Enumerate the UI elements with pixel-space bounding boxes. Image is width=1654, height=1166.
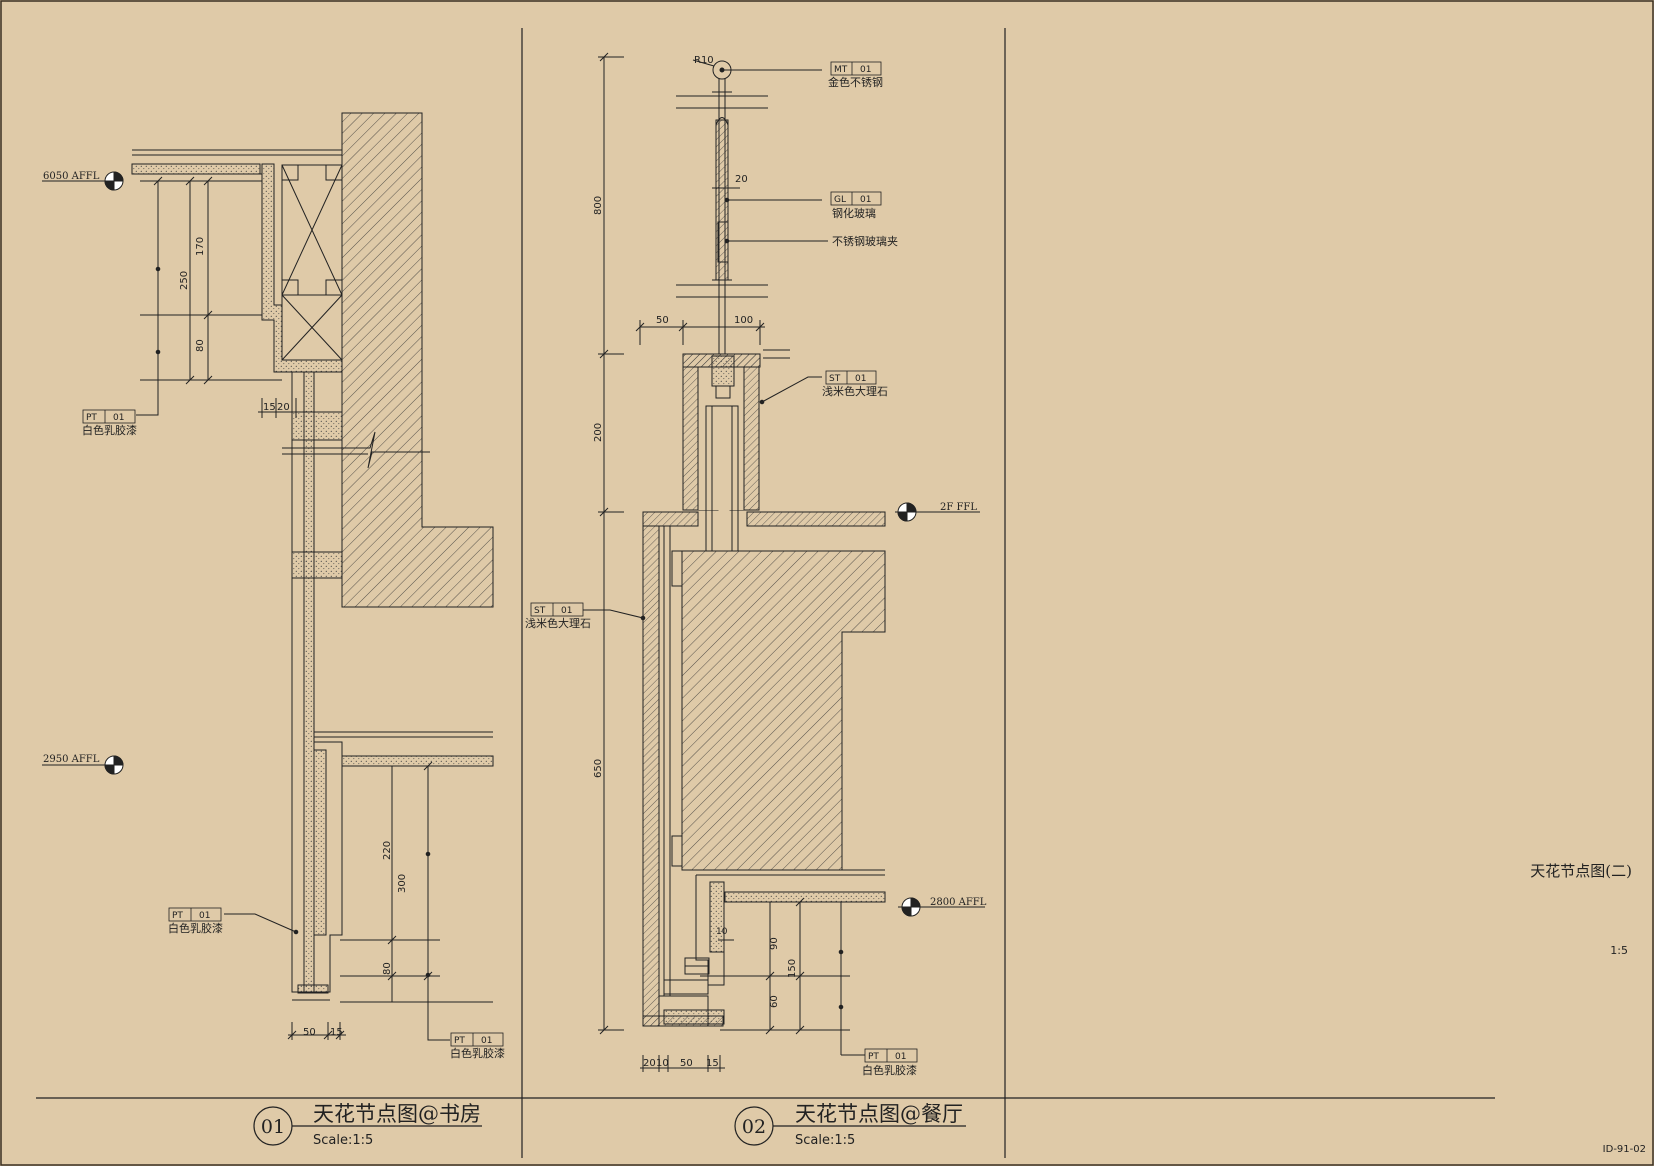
tag-st2-num: 01 <box>561 606 572 616</box>
drawing-number: ID-91-02 <box>1603 1144 1646 1155</box>
dim-300: 300 <box>397 874 408 893</box>
detail-01 <box>42 112 494 1041</box>
dim-220: 220 <box>382 841 393 860</box>
dim-170: 170 <box>195 237 206 256</box>
tag-mt-desc: 金色不锈钢 <box>828 75 883 89</box>
dim-200: 200 <box>593 423 604 442</box>
dim-80-lower: 80 <box>382 962 393 975</box>
tag-clamp-desc: 不锈钢玻璃夹 <box>832 234 898 248</box>
tag3-code: PT <box>454 1036 465 1046</box>
detail-01-labels: 6050 AFFL 2950 AFFL PT 01 白色乳胶漆 PT 01 白色… <box>43 171 505 1060</box>
tag1-code: PT <box>86 413 97 423</box>
level-2950: 2950 AFFL <box>43 754 100 765</box>
tag-gl-desc: 钢化玻璃 <box>832 206 876 220</box>
sheet-scale: 1:5 <box>1610 944 1628 957</box>
detail-02-title-block: 02 天花节点图@餐厅 Scale:1:5 <box>734 1102 966 1148</box>
detail-01-number: 01 <box>261 1116 285 1138</box>
detail-01-scale: Scale:1:5 <box>313 1133 373 1148</box>
sheet-title: 天花节点图(二) <box>1530 862 1632 880</box>
detail-02-title: 天花节点图@餐厅 <box>795 1102 963 1126</box>
dim-20-upper: 20 <box>277 402 290 413</box>
level-2f-ffl: 2F FFL <box>940 502 977 513</box>
level-2800: 2800 AFFL <box>930 897 987 908</box>
tag-mt-num: 01 <box>860 65 871 75</box>
tag2-desc: 白色乳胶漆 <box>168 921 223 935</box>
dim-20-glass: 20 <box>735 174 748 185</box>
dim-15-lower: 15 <box>330 1027 343 1038</box>
tag-pt-code: PT <box>868 1052 879 1062</box>
radius-label: R10 <box>694 55 714 66</box>
tag-gl-num: 01 <box>860 195 871 205</box>
dim-10-small: 10 <box>716 927 728 937</box>
detail-02-labels: R10 MT 01 金色不锈钢 GL 01 钢化玻璃 不锈钢玻璃夹 ST 01 … <box>525 55 987 1077</box>
tag-st2-code: ST <box>534 606 546 616</box>
detail-01-title: 天花节点图@书房 <box>313 1102 481 1126</box>
dim-650: 650 <box>593 759 604 778</box>
detail-01-title-block: 01 天花节点图@书房 Scale:1:5 <box>253 1102 482 1148</box>
tag3-desc: 白色乳胶漆 <box>450 1046 505 1060</box>
tag1-num: 01 <box>113 413 124 423</box>
tag-st1-code: ST <box>829 374 841 384</box>
dim-50-top: 50 <box>656 315 669 326</box>
tag-mt-code: MT <box>834 65 848 75</box>
tag2-num: 01 <box>199 911 210 921</box>
tag1-desc: 白色乳胶漆 <box>82 423 137 437</box>
level-6050: 6050 AFFL <box>43 171 100 182</box>
dim-100-top: 100 <box>734 315 753 326</box>
tag-st2-desc: 浅米色大理石 <box>525 616 591 630</box>
dim-15-bottom: 15 <box>706 1058 719 1069</box>
tag-st1-desc: 浅米色大理石 <box>822 384 888 398</box>
dim-50-bottom: 50 <box>680 1058 693 1069</box>
tag3-num: 01 <box>481 1036 492 1046</box>
dim-10-bottom: 10 <box>656 1058 669 1069</box>
concrete-wall <box>341 112 494 608</box>
dim-800: 800 <box>593 196 604 215</box>
tag-st1-num: 01 <box>855 374 866 384</box>
tag-pt-desc: 白色乳胶漆 <box>862 1063 917 1077</box>
dim-80-upper: 80 <box>195 339 206 352</box>
detail-02 <box>583 52 985 1072</box>
detail-02-number: 02 <box>742 1116 766 1138</box>
detail-02-scale: Scale:1:5 <box>795 1133 855 1148</box>
dim-60: 60 <box>769 995 780 1008</box>
dim-250: 250 <box>179 271 190 290</box>
tag2-code: PT <box>172 911 183 921</box>
dim-20-bottom: 20 <box>643 1058 656 1069</box>
dim-90: 90 <box>769 937 780 950</box>
tag-pt-num: 01 <box>895 1052 906 1062</box>
dim-50-lower: 50 <box>303 1027 316 1038</box>
tag-gl-code: GL <box>834 195 846 205</box>
dim-15-upper: 15 <box>263 402 276 413</box>
dim-150: 150 <box>787 959 798 978</box>
